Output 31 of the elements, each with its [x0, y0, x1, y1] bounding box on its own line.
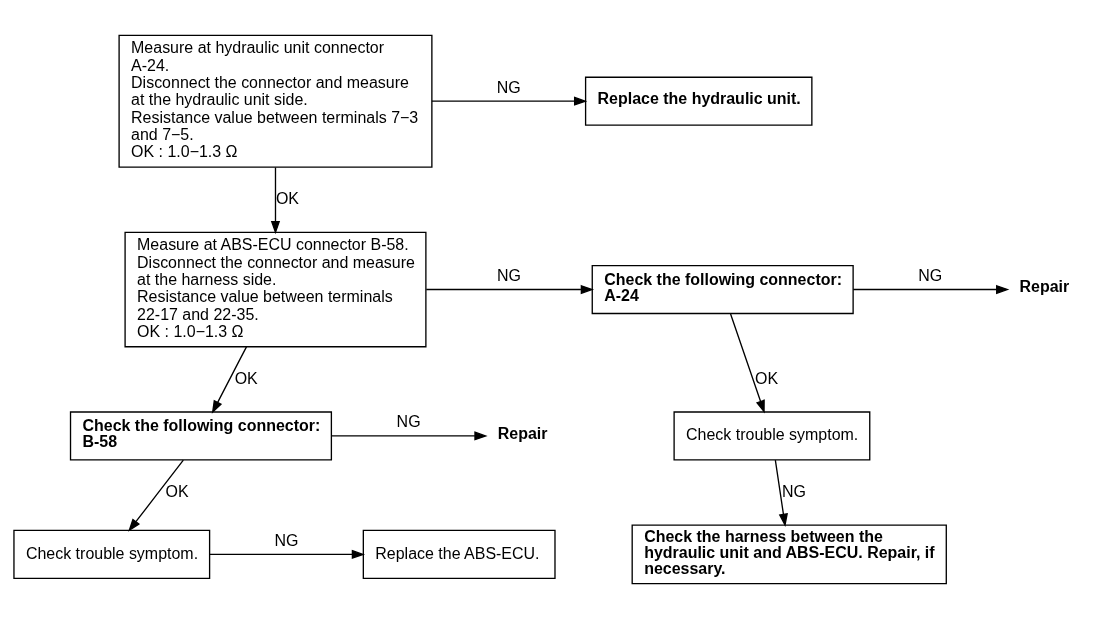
node-text: Repair: [497, 424, 548, 442]
edge-label: OK: [755, 369, 779, 386]
arrow: [209, 549, 366, 559]
arrow: [729, 312, 765, 413]
edge-label: OK: [275, 189, 300, 207]
node-box: Check the following connector: A-24: [591, 264, 854, 314]
node-box: Check trouble symptom.: [13, 529, 211, 579]
edge-label: OK: [234, 369, 258, 386]
edge-label: NG: [781, 482, 806, 500]
arrow: [270, 166, 281, 234]
edge-label: NG: [496, 78, 521, 96]
arrow: [330, 430, 488, 441]
node-box: Check trouble symptom.: [673, 410, 871, 461]
arrow: [211, 345, 248, 414]
arrow: [425, 284, 595, 294]
edge-label: NG: [497, 266, 522, 284]
arrow: [774, 459, 788, 527]
node-box: Measure at hydraulic unit connector A-24. Disconnect the connector and measure at the hydraulic unit side. Resistance value between terminals 7−3 and 7−5. OK : 1.0−1.3 Ω: [118, 34, 433, 168]
node-text: Repair: [1019, 277, 1070, 295]
edge-label: OK: [165, 482, 189, 500]
arrow: [431, 96, 588, 106]
edge-label: NG: [274, 531, 299, 549]
edge-label: NG: [396, 412, 421, 430]
arrow: [852, 284, 1010, 294]
node-box: Measure at ABS-ECU connector B-58. Disconnect the connector and measure at the harness side. Resistance value between terminals 22-17 and 22-35. OK : 1.0−1.3 Ω: [124, 231, 427, 347]
node-box: Check the harness between the hydraulic unit and ABS-ECU. Repair, if necessary.: [631, 523, 947, 584]
arrow: [128, 459, 184, 532]
edge-label: NG: [918, 266, 943, 284]
node-box: Check the following connector: B-58: [69, 410, 333, 461]
node-box: Replace the hydraulic unit.: [584, 76, 813, 126]
node-box: Replace the ABS-ECU.: [362, 529, 556, 579]
